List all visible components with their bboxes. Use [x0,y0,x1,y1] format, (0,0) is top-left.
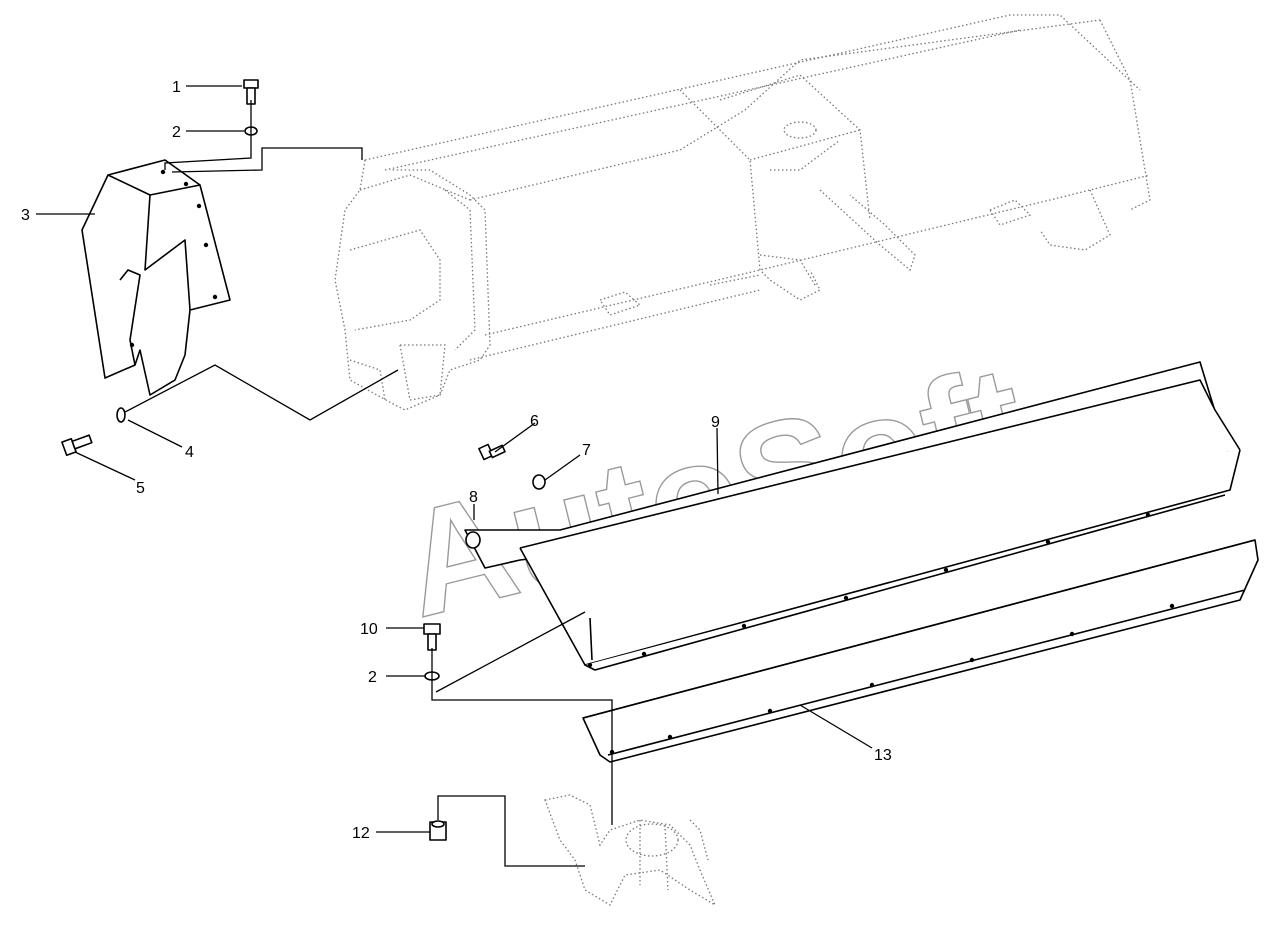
bolt-5-icon [61,434,93,457]
callout-8: 8 [469,489,478,506]
callout-12: 12 [352,825,370,842]
bolt-6-icon [478,443,506,461]
nut-8-icon [465,531,481,549]
washer-4-icon [116,407,126,423]
left-shield-part [81,159,231,396]
bottom-bracket-ghost [544,794,717,907]
callout-9: 9 [711,414,720,431]
lower-deflector-part [582,539,1259,763]
callout-3: 3 [21,207,30,224]
callout-6: 6 [530,413,539,430]
frame-ghost-outline [334,14,1151,411]
callout-1: 1 [172,79,181,96]
washer-7-icon [532,474,546,490]
callout-2b: 2 [368,669,377,686]
callout-7: 7 [582,442,591,459]
nut-12-icon [429,820,447,841]
leader-lines [36,85,873,867]
callout-10: 10 [360,621,378,638]
upper-deflector-part [464,361,1241,671]
callout-2: 2 [172,124,181,141]
callout-13: 13 [874,747,892,764]
callout-5: 5 [136,480,145,497]
callout-4: 4 [185,444,194,461]
